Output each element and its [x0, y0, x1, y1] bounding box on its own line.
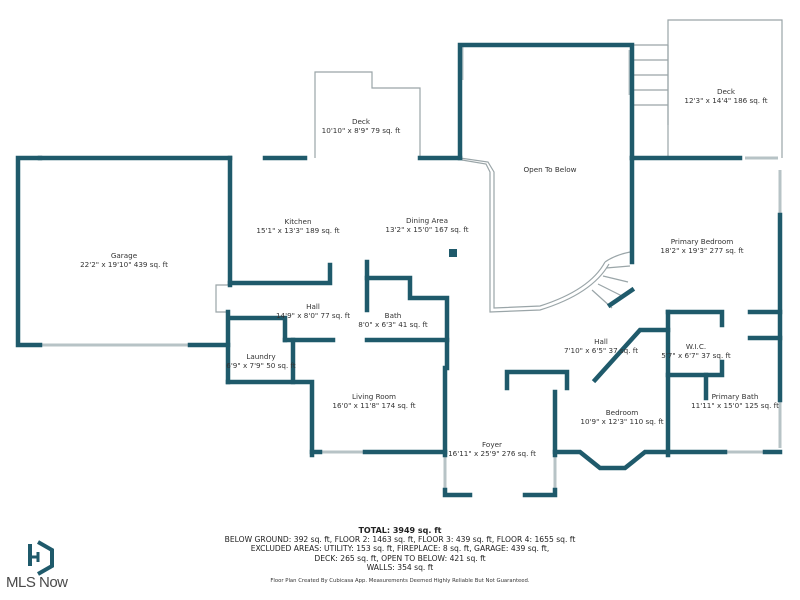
deck-railing-left — [314, 71, 421, 158]
room-dims: 7'10" x 6'5" 37 sq. ft — [563, 346, 639, 355]
room-wic: W.I.C.5'7" x 6'7" 37 sq. ft — [661, 342, 731, 360]
room-name: Hall — [306, 302, 320, 311]
room-dims: 5'7" x 6'7" 37 sq. ft — [661, 351, 731, 360]
room-dims: 18'2" x 19'3" 277 sq. ft — [660, 246, 744, 255]
room-dims: 22'2" x 19'10" 439 sq. ft — [80, 260, 168, 269]
walls-area: WALLS: 354 sq. ft — [366, 562, 434, 572]
room-dims: 16'0" x 11'8" 174 sq. ft — [332, 401, 416, 410]
bedroom-walls — [552, 449, 671, 471]
room-name: Bedroom — [605, 408, 639, 417]
foyer-column — [504, 369, 570, 391]
disclaimer: Floor Plan Created By Cubicasa App. Meas… — [270, 578, 530, 584]
room-dims: 11'11" x 15'0" 125 sq. ft — [691, 401, 779, 410]
room-name: Living Room — [351, 392, 397, 401]
excluded-areas: EXCLUDED AREAS: UTILITY: 153 sq. ft, FIR… — [250, 544, 550, 554]
room-dims: 10'10" x 8'9" 79 sq. ft — [321, 126, 401, 135]
logo-text: MLS Now — [6, 574, 68, 591]
room-name: Deck — [716, 87, 736, 96]
room-dims: 15'1" x 13'3" 189 sq. ft — [256, 226, 340, 235]
room-dims: 14'9" x 8'0" 77 sq. ft — [275, 311, 351, 320]
room-name: Hall — [594, 337, 608, 346]
room-open-to-below: Open To Below — [524, 165, 577, 174]
fireplace-column — [449, 249, 457, 257]
room-name: Foyer — [482, 440, 502, 449]
excluded-areas-cont: DECK: 265 sq. ft, OPEN TO BELOW: 421 sq.… — [314, 553, 486, 563]
room-name: Deck — [351, 117, 371, 126]
room-name: Dining Area — [405, 216, 449, 225]
floor-areas: BELOW GROUND: 392 sq. ft, FLOOR 2: 1463 … — [224, 535, 576, 545]
mls-now-logo-icon — [28, 540, 54, 576]
room-name: Primary Bedroom — [670, 237, 734, 246]
interior-stairs — [591, 251, 631, 309]
room-name: Primary Bath — [711, 392, 759, 401]
room-dims: 8'0" x 6'3" 41 sq. ft — [358, 320, 428, 329]
walls — [15, 42, 783, 498]
room-dims: 16'11" x 25'9" 276 sq. ft — [448, 449, 536, 458]
room-dims: 6'9" x 7'9" 50 sq. ft — [226, 361, 296, 370]
room-dims: 10'9" x 12'3" 110 sq. ft — [580, 417, 664, 426]
room-name: Open To Below — [523, 165, 577, 174]
open-to-below-outline — [459, 157, 606, 309]
total-area: TOTAL: 3949 sq. ft — [358, 526, 442, 535]
room-name: W.I.C. — [685, 342, 707, 351]
room-name: Garage — [110, 251, 138, 260]
entry-door-swing — [215, 284, 230, 313]
room-dims: 12'3" x 14'4" 186 sq. ft — [684, 96, 768, 105]
room-dims: 13'2" x 15'0" 167 sq. ft — [385, 225, 469, 234]
exterior-stairs — [632, 44, 669, 125]
room-name: Laundry — [246, 352, 276, 361]
room-name: Kitchen — [284, 217, 312, 226]
room-name: Bath — [384, 311, 402, 320]
garage-walls — [15, 155, 43, 348]
area-summary: TOTAL: 3949 sq. ft BELOW GROUND: 392 sq.… — [200, 526, 600, 572]
